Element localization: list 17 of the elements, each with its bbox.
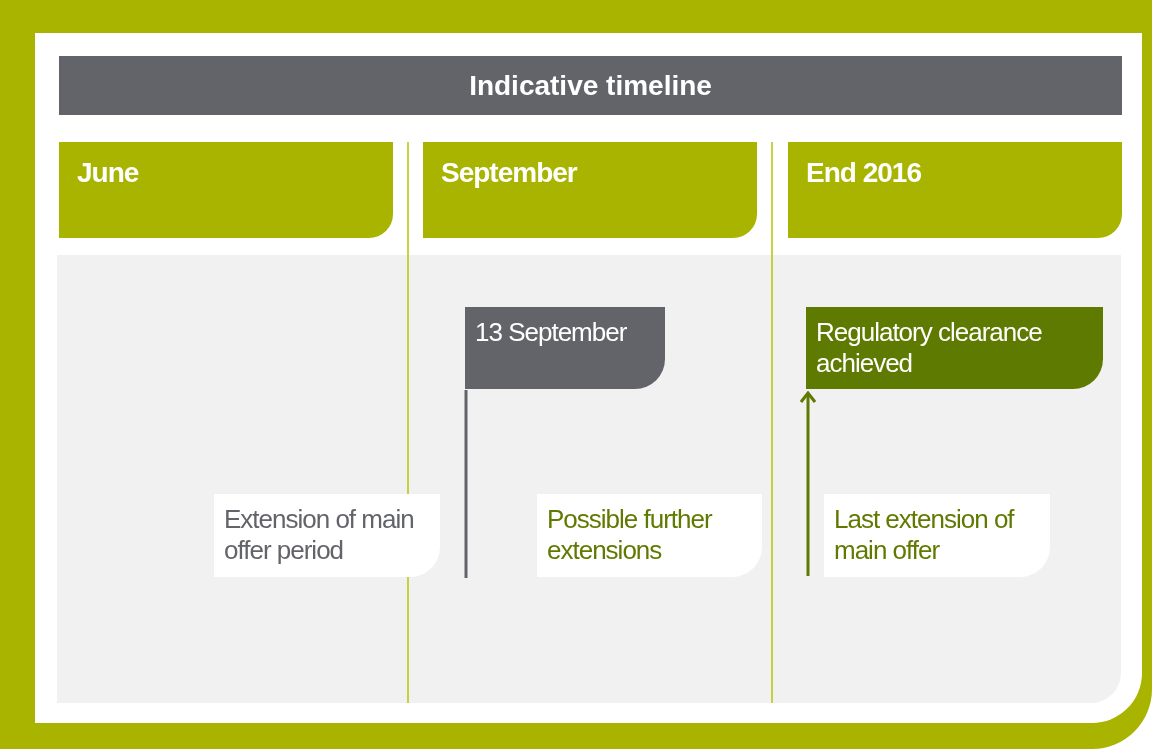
milestone-flag bbox=[806, 307, 1103, 389]
arrow bbox=[799, 391, 817, 576]
title-band: Indicative timeline bbox=[59, 56, 1122, 115]
milestone-flag bbox=[465, 307, 665, 389]
month-label: June bbox=[77, 156, 140, 190]
month-label: September bbox=[441, 156, 579, 190]
timeline-pole bbox=[464, 390, 468, 578]
month-tab bbox=[59, 142, 393, 238]
milestone-text: 13 September bbox=[475, 317, 628, 348]
milestone-text: Extension of main offer period bbox=[224, 504, 415, 566]
milestone-text: Regulatory clearance achieved bbox=[816, 317, 1043, 379]
note-box bbox=[214, 494, 440, 577]
month-tab bbox=[788, 142, 1122, 238]
milestone-text: Last extension of main offer bbox=[834, 504, 1016, 566]
month-label: End 2016 bbox=[806, 156, 922, 190]
month-tab bbox=[423, 142, 757, 238]
milestone-text: Possible further extensions bbox=[547, 504, 714, 566]
